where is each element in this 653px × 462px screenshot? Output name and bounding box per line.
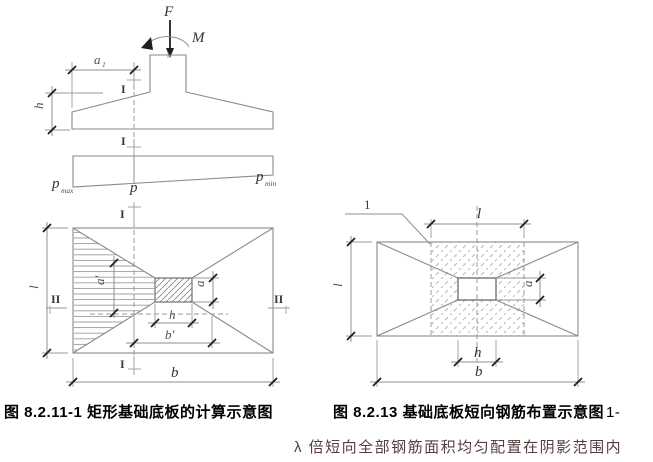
figure-caption-left-text: 图 8.2.11-1 矩形基础底板的计算示意图 — [4, 404, 274, 421]
dim-a-left-figure: a — [192, 271, 219, 309]
dim-l-right-figure: l — [330, 236, 372, 342]
section-mark-II-right: II — [268, 292, 290, 314]
a-label-right: a — [520, 280, 535, 287]
a-label-left: a — [192, 280, 207, 287]
b-prime-label: b′ — [165, 327, 175, 342]
dim-a-prime: a′ — [92, 256, 119, 318]
footing-plan-rect — [72, 227, 274, 354]
section-mark-I-top: I — [120, 202, 141, 222]
footing-outline — [71, 91, 274, 130]
plan-view-left: I II II — [26, 202, 290, 387]
dim-a1: a 1 — [65, 52, 141, 108]
dim-b-left-figure: b — [66, 358, 280, 387]
p-min-label: p — [255, 169, 264, 185]
l-side-label: l — [330, 283, 345, 287]
section-ii-right-label: II — [274, 292, 284, 306]
b-label-right: b — [475, 364, 483, 380]
dim-a-right-figure: a — [496, 271, 546, 307]
column-plan-rect — [154, 277, 193, 303]
pressure-trapezoid — [72, 155, 274, 188]
column-elevation — [149, 54, 187, 92]
section-mark-II-left: II — [46, 292, 67, 314]
h-footing-label: h — [31, 103, 46, 110]
dim-l-band: l — [424, 206, 531, 238]
section-ii-left-label: II — [51, 292, 61, 306]
pressure-diagram: p max p p min — [51, 155, 277, 196]
force-arrowhead-icon — [166, 48, 174, 58]
dim-h-footing: h — [31, 86, 103, 136]
section-line-I-elevation: I I — [121, 72, 141, 156]
diagram-canvas: F M a 1 h — [26, 4, 585, 387]
a-prime-label: a′ — [92, 276, 107, 286]
moment-arrowhead-icon — [141, 37, 153, 50]
force-label: F — [163, 4, 174, 20]
moment-arc — [148, 36, 190, 48]
l-label-left: l — [26, 285, 41, 289]
plan-diagonals-right — [376, 241, 579, 337]
p-label: p — [129, 180, 138, 196]
figure-caption-left: 图 8.2.11-1 矩形基础底板的计算示意图 — [4, 403, 273, 423]
dim-b-right-figure: b — [370, 340, 585, 387]
legend-footnote: λ 倍短向全部钢筋面积均匀配置在阴影范围内 — [294, 439, 623, 456]
dim-b-prime: b′ — [126, 316, 220, 348]
a1-label: a — [94, 52, 101, 67]
plan-diagonals — [72, 227, 274, 354]
callout-1: 1 — [345, 197, 431, 245]
callout-1-label: 1 — [364, 197, 371, 212]
h-label-right: h — [474, 345, 482, 361]
p-min-sub-label: min — [265, 179, 277, 188]
p-max-label: p — [51, 176, 60, 192]
h-column-label: h — [169, 307, 176, 322]
a1-sub-label: 1 — [102, 60, 106, 69]
dim-l-left-figure: l — [26, 222, 68, 359]
section-i-plan-top-label: I — [120, 207, 125, 221]
moment-label: M — [191, 30, 206, 46]
dim-h-column: h — [148, 304, 199, 328]
section-mark-I-bottom: I — [120, 356, 141, 375]
figure-caption-right-text: 图 8.2.13 基础底板短向钢筋布置示意图 — [333, 404, 605, 421]
b-label-left: b — [171, 365, 179, 381]
p-max-sub-label: max — [61, 186, 74, 195]
section-i-bottom-label: I — [121, 134, 126, 148]
l-band-label: l — [477, 206, 481, 222]
dim-h-right-figure: h — [451, 340, 503, 367]
plan-view-right: 1 l — [330, 197, 585, 387]
section-i-top-label: I — [121, 82, 126, 96]
section-i-plan-bottom-label: I — [120, 357, 125, 371]
elevation-view: F M a 1 h — [31, 4, 274, 156]
legend-ref-marker: 1- — [606, 404, 621, 421]
